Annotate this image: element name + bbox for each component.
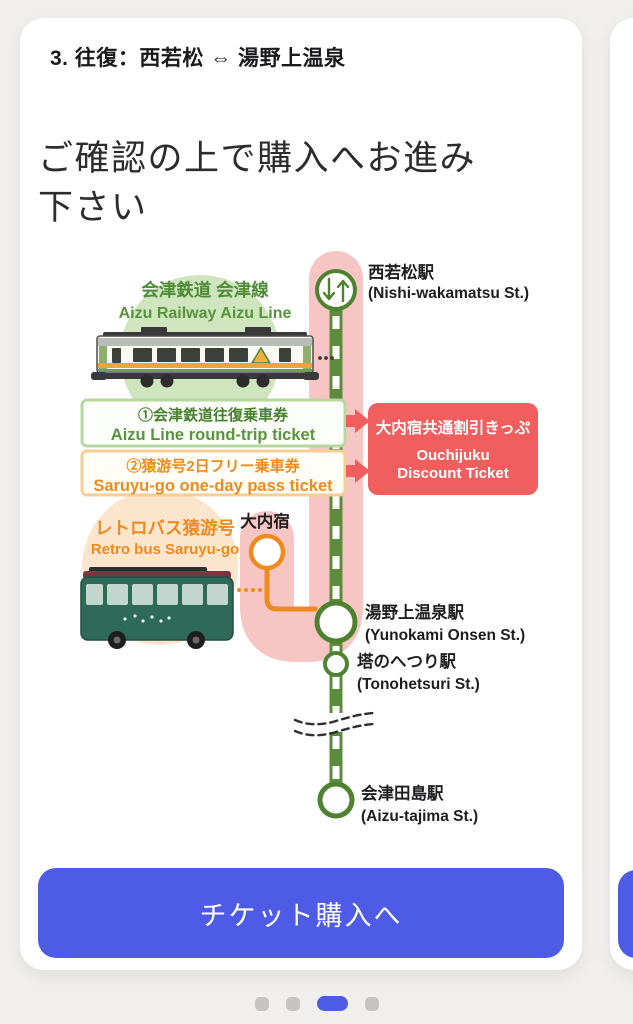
station-label-tonohetsuri-en: (Tonohetsuri St.) [357,676,480,693]
station-label-aizutajima-ja: 会津田島駅 [361,783,444,803]
railway-name-en: Aizu Railway Aizu Line [119,305,292,322]
aizu-ticket-en: Aizu Line round-trip ticket [111,426,316,444]
carousel-dot-2[interactable] [285,996,300,1011]
station-label-ouchijuku: 大内宿 [240,511,290,531]
ticket-confirmation-card: 3. 往復：西若松 ⇔ 湯野上温泉 ご確認の上で購入へお進み下さい [20,18,582,970]
buy-ticket-button[interactable]: チケット購入へ [38,868,564,958]
carousel-dot-3-active[interactable] [316,996,348,1011]
bus-window [86,584,103,605]
saruyugo-ticket-ja: ②猿游号2日フリー乗車券 [126,457,300,475]
next-card-button-sliver [618,870,633,958]
bus-window [207,584,228,605]
station-label-tonohetsuri-ja: 塔のへつり駅 [357,651,457,671]
bus-connector-dots [237,588,262,592]
train-wheel [256,374,270,388]
train-window [279,348,291,362]
bus-window [157,584,178,605]
bus-window [107,584,128,605]
train-window [181,348,200,362]
train-wheel [236,374,250,388]
slide-title: 3. 往復：西若松 ⇔ 湯野上温泉 [50,47,346,70]
train-wheel [140,374,154,388]
train-window [229,348,248,362]
carousel-pagination [0,996,633,1011]
station-marker-ouchijuku [248,533,286,571]
saruyugo-ticket-box [80,449,347,497]
bus-name-en: Retro bus Saruyu-go [91,541,239,558]
arrow-right-icon [346,459,370,483]
train-window [133,348,152,362]
bus-window [132,584,153,605]
carousel-dot-1[interactable] [254,996,269,1011]
train-wheel [160,374,174,388]
bus-icon [80,567,234,649]
station-label-nishiwakamatsu-ja: 西若松駅 [368,262,435,282]
station-marker-nishiwakamatsu [315,269,357,311]
bus-route-line [264,570,317,612]
station-label-yunokami-ja: 湯野上温泉駅 [365,602,465,622]
station-label-aizutajima-en: (Aizu-tajima St.) [361,808,478,825]
train-window [157,348,176,362]
discount-ticket-en1: Ouchijuku [416,447,489,464]
railway-name-ja: 会津鉄道 会津線 [141,280,269,300]
carousel-dot-4[interactable] [364,996,379,1011]
route-diagram: 会津鉄道 会津線 Aizu Railway Aizu Line レトロバス猿游号… [80,251,538,825]
bus-window [182,584,203,605]
train-connector-dots [318,356,334,360]
station-marker-yunokami [314,600,358,644]
confirmation-heading: ご確認の上で購入へお進み下さい [38,139,477,227]
station-marker-aizutajima [317,781,355,819]
next-carousel-card[interactable] [610,18,633,970]
arrow-right-icon [346,409,370,433]
discount-ticket-box [368,403,538,495]
up-down-arrows-icon [322,277,336,301]
train-window [205,348,224,362]
station-marker-tonohetsuri [323,651,349,677]
train-window [112,348,121,363]
train-icon [91,327,319,388]
aizu-ticket-ja: ①会津鉄道往復乗車券 [138,406,289,424]
bus-name-ja: レトロバス猿游号 [95,518,235,538]
aizu-ticket-box [80,398,347,448]
station-label-nishiwakamatsu-en: (Nishi-wakamatsu St.) [368,285,529,302]
rail-break-icon [293,711,375,737]
station-label-yunokami-en: (Yunokami Onsen St.) [365,627,525,644]
saruyugo-ticket-en: Saruyu-go one-day pass ticket [93,477,333,495]
discount-ticket-en2: Discount Ticket [397,465,508,482]
discount-ticket-ja: 大内宿共通割引きっぷ [376,418,531,437]
